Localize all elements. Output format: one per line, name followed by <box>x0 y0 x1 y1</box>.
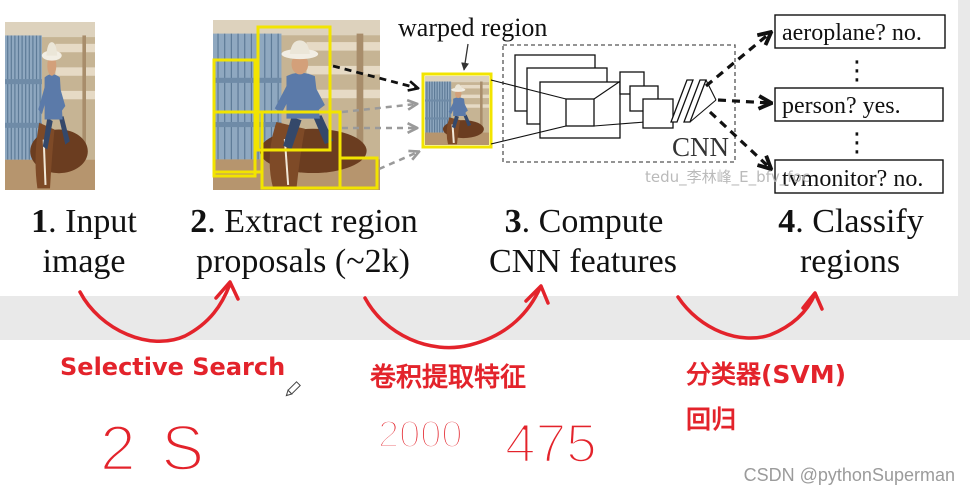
pencil-cursor-icon <box>285 381 301 397</box>
output-label: aeroplane? no. <box>782 20 922 46</box>
step-2-subtitle: proposals (~2k) <box>196 243 410 280</box>
step-4-subtitle: regions <box>800 243 900 280</box>
warp-arrow <box>341 104 416 114</box>
annotation-arc-arrowhead <box>801 291 824 311</box>
output-box-frame <box>774 159 944 194</box>
region-proposal-boxes <box>212 25 379 190</box>
vertical-ellipsis: ⋮ <box>844 56 870 86</box>
output-label: person? yes. <box>782 93 901 119</box>
output-box-aeroplane: aeroplane? no. <box>774 14 946 49</box>
cnn-dashed-frame <box>502 44 736 163</box>
output-label: tvmonitor? no. <box>782 166 923 192</box>
proposal-image-photo <box>213 20 380 190</box>
step-4-title-text: . Classify <box>795 203 923 240</box>
step-2-number: 2 <box>190 203 207 240</box>
region-proposal-box <box>338 156 379 190</box>
annotation-arc-3 <box>676 291 824 340</box>
annotation-arc-arrowhead <box>524 284 550 305</box>
csdn-credit: CSDN @pythonSuperman <box>744 465 955 485</box>
fc-output-line <box>689 99 717 123</box>
annotation-arc-2 <box>363 284 550 350</box>
output-box-person: person? yes. <box>774 87 944 122</box>
step-4-number: 4 <box>778 203 795 240</box>
handwritten-number: 2000 <box>378 414 463 456</box>
conv-feature-map-small <box>642 98 674 129</box>
step-3-number: 3 <box>505 203 522 240</box>
warp-arrow <box>378 152 418 171</box>
handwritten-number: 2 S <box>100 412 208 484</box>
handwritten-number: 475 <box>505 412 597 474</box>
step-3-title: 3. Compute <box>505 203 664 240</box>
step-3-title-text: . Compute <box>522 203 664 240</box>
step3-note-line2: 回归 <box>686 405 736 434</box>
cnn-block: CNN <box>490 44 736 163</box>
cnn-label: CNN <box>672 132 729 162</box>
step-2-title-text: . Extract region <box>207 203 418 240</box>
annotation-arc-curve <box>78 282 232 343</box>
warp-arrow <box>332 64 417 88</box>
gray-right-edge <box>958 0 970 296</box>
watermark: tedu_李林峰_E_bfv_foc <box>645 168 810 187</box>
region-proposal-box <box>256 25 332 152</box>
step1-note: Selective Search <box>60 353 285 381</box>
step-3-subtitle: CNN features <box>489 243 677 280</box>
step-2-title: 2. Extract region <box>190 203 418 240</box>
input-image-photo <box>5 22 95 190</box>
output-box-frame <box>774 87 944 122</box>
annotation-arc-1 <box>78 280 240 343</box>
fully-connected-layer <box>670 79 694 123</box>
warped-region-photo <box>425 76 489 145</box>
vertical-ellipsis: ⋮ <box>844 128 870 158</box>
annotation-arc-arrowhead <box>214 280 240 301</box>
step-1-title: 1. Input <box>31 203 137 240</box>
step-4-title: 4. Classify <box>778 203 923 240</box>
region-proposal-box <box>212 110 264 174</box>
cnn-projection-line <box>490 125 567 145</box>
cnn-projection-line <box>490 79 567 100</box>
step-1-subtitle: image <box>42 243 125 280</box>
warped-region-label: warped region <box>398 13 547 42</box>
cnn-projection-line <box>593 79 623 100</box>
step3-note-line1: 分类器(SVM) <box>686 360 846 389</box>
step-1-number: 1 <box>31 203 48 240</box>
output-box-tvmonitor: tvmonitor? no. <box>774 159 944 194</box>
classify-arrow <box>717 100 770 103</box>
gray-divider-band <box>0 296 970 340</box>
step2-note: 卷积提取特征 <box>370 362 526 393</box>
warped-region-frame <box>421 72 493 149</box>
annotation-arc-curve <box>676 292 817 340</box>
output-box-frame <box>774 14 946 49</box>
conv-receptive-field <box>565 98 595 127</box>
cnn-projection-line <box>593 121 646 127</box>
step-1-title-text: . Input <box>48 203 137 240</box>
warped-region-pointer-arrow <box>461 43 470 71</box>
annotation-arc-curve <box>363 286 542 350</box>
